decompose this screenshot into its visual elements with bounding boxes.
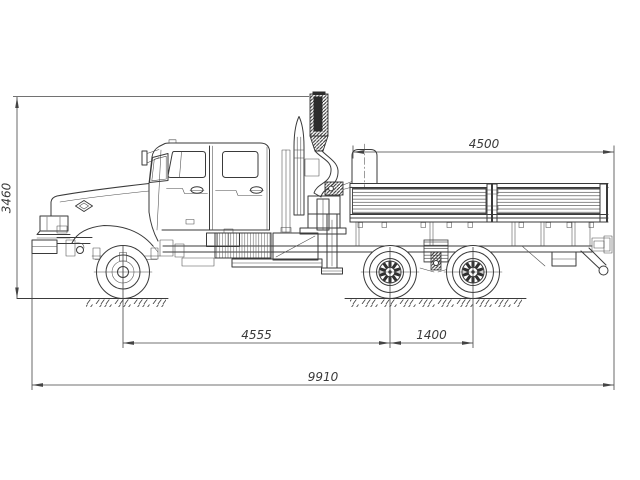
dimension-overall-length: 9910 bbox=[31, 253, 614, 390]
radiator-grille bbox=[39, 215, 69, 232]
dropside-latches bbox=[357, 222, 594, 228]
rear-door-window bbox=[222, 151, 259, 178]
dim-wheelbase-label: 4555 bbox=[241, 328, 272, 342]
rear-post bbox=[599, 183, 607, 223]
side-post bbox=[486, 183, 492, 223]
dim-rear-bogie-spacing-label: 1400 bbox=[416, 328, 447, 342]
dimension-platform-length: 4500 bbox=[352, 137, 615, 390]
fuel-tank bbox=[214, 232, 272, 259]
cab-step-box bbox=[206, 232, 240, 247]
crane-turret bbox=[307, 195, 341, 215]
dimension-rear-bogie-spacing: 1400 bbox=[390, 328, 473, 345]
hood-front-end bbox=[31, 183, 159, 257]
cargo-platform bbox=[349, 143, 609, 228]
side-mirror bbox=[141, 150, 148, 166]
dim-overall-length-label: 9910 bbox=[308, 370, 339, 384]
roof-marker-lamp bbox=[168, 139, 177, 144]
headlight bbox=[56, 225, 68, 234]
front-door-window bbox=[167, 151, 206, 178]
ground-line bbox=[16, 298, 527, 307]
dropside-panel-front bbox=[352, 188, 487, 214]
crane-mast bbox=[293, 116, 305, 216]
rear-door-handle bbox=[250, 186, 263, 194]
loader-crane bbox=[281, 91, 353, 275]
dim-platform-length-label: 4500 bbox=[469, 137, 500, 151]
tow-hitch-ring bbox=[598, 265, 609, 276]
rear-suspension bbox=[419, 239, 453, 273]
manufacturer-logo-icon bbox=[75, 200, 93, 212]
dimension-overall-height: 3460 bbox=[0, 96, 309, 299]
oil-tank bbox=[272, 232, 319, 261]
chassis bbox=[91, 221, 613, 276]
front-tow-hook bbox=[76, 246, 84, 254]
dim-overall-height-label: 3460 bbox=[0, 182, 14, 213]
front-fender bbox=[71, 225, 154, 247]
dropside-panel-rear bbox=[496, 188, 606, 214]
dimension-wheelbase: 4555 bbox=[122, 245, 474, 348]
rear-crossmember bbox=[591, 237, 611, 252]
crew-cab bbox=[141, 139, 270, 247]
tow-hitch-arm bbox=[580, 247, 607, 271]
side-post bbox=[492, 183, 498, 223]
windshield bbox=[149, 153, 169, 183]
front-door-handle bbox=[190, 186, 204, 194]
tail-lamp bbox=[593, 240, 605, 249]
